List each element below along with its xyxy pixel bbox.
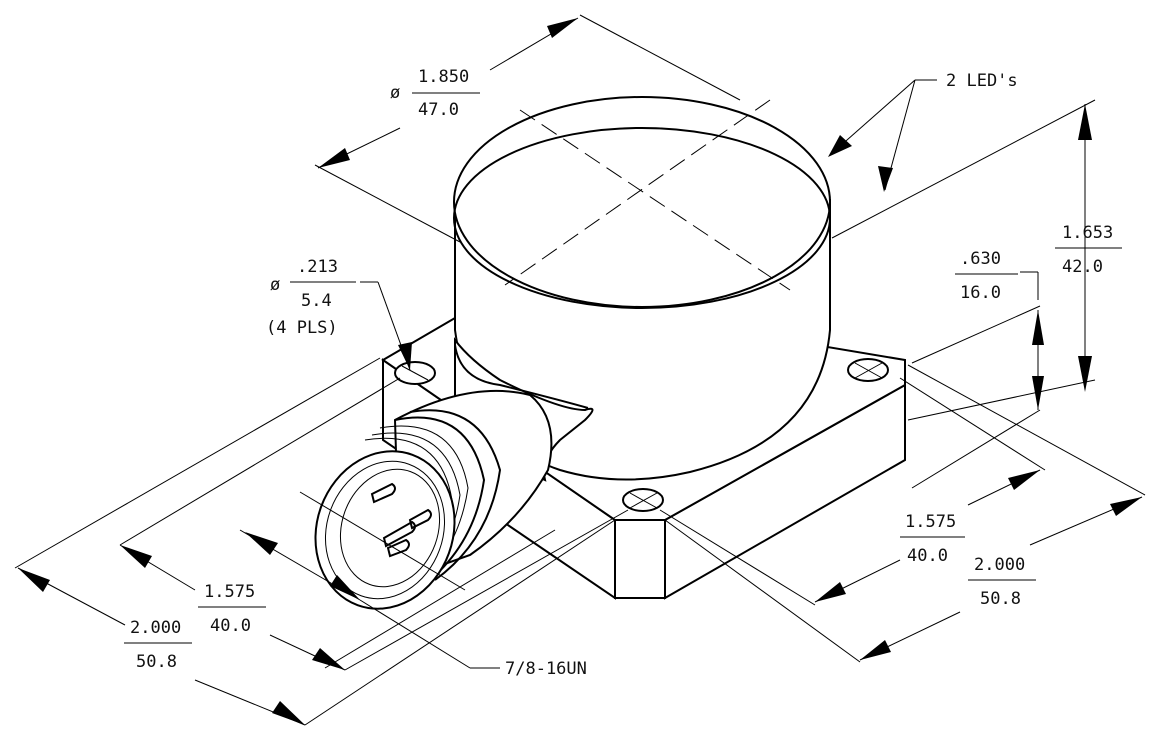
dim-base-height: .630 16.0: [955, 249, 1018, 303]
base-height-inch: .630: [960, 249, 1001, 269]
dim-overall-height: 1.653 42.0: [1055, 223, 1122, 277]
hole-diameter-mm: 5.4: [301, 291, 332, 311]
hole-diameter-prefix: ø: [270, 275, 280, 295]
left-hole-spacing-inch: 1.575: [204, 582, 255, 602]
top-diameter-mm: 47.0: [418, 100, 459, 120]
right-base-width-mm: 50.8: [980, 589, 1021, 609]
top-diameter-inch: 1.850: [418, 67, 469, 87]
right-hole-spacing-mm: 40.0: [907, 546, 948, 566]
top-diameter-prefix: ø: [390, 83, 400, 103]
base-height-mm: 16.0: [960, 283, 1001, 303]
left-hole-spacing-mm: 40.0: [210, 616, 251, 636]
left-base-width-inch: 2.000: [130, 618, 181, 638]
hole-diameter-note: (4 PLS): [266, 318, 338, 338]
right-base-width-inch: 2.000: [974, 555, 1025, 575]
dim-left-hole-spacing: 1.575 40.0: [198, 582, 266, 636]
sensor-body: [314, 96, 906, 610]
connector-pins: [370, 482, 432, 558]
left-base-width-mm: 50.8: [136, 652, 177, 672]
right-hole-spacing-inch: 1.575: [905, 512, 956, 532]
dimension-lines: [14, 14, 1146, 726]
led-callout: 2 LED's: [946, 71, 1018, 91]
base-corner-face: [614, 519, 666, 599]
thread-callout: 7/8-16UN: [505, 659, 587, 679]
dim-right-base-width: 2.000 50.8: [968, 555, 1036, 609]
dim-left-base-width: 2.000 50.8: [124, 618, 192, 672]
hole-diameter-inch: .213: [297, 257, 338, 277]
overall-height-inch: 1.653: [1062, 223, 1113, 243]
dim-right-hole-spacing: 1.575 40.0: [900, 512, 965, 566]
dim-hole-diameter: ø .213 5.4 (4 PLS): [266, 257, 356, 338]
dim-top-diameter: ø 1.850 47.0: [390, 67, 480, 120]
overall-height-mm: 42.0: [1062, 257, 1103, 277]
